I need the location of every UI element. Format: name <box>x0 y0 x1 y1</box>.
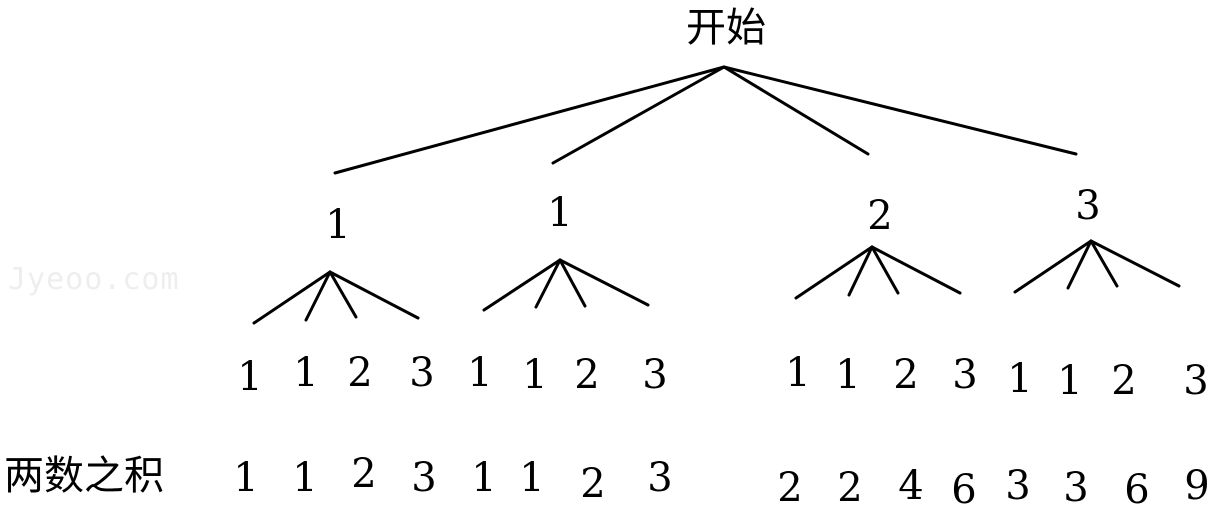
product-value: 1 <box>519 455 545 501</box>
second-draw-node: 3 <box>409 350 435 396</box>
subtree-branch <box>794 245 874 300</box>
subtree-branch <box>558 258 650 307</box>
product-value: 1 <box>471 455 497 501</box>
subtree-branch <box>482 258 562 312</box>
product-value: 3 <box>647 455 673 501</box>
first-draw-node-1: 1 <box>325 202 351 248</box>
product-value: 2 <box>777 465 803 511</box>
subtree-branch <box>534 258 562 309</box>
second-draw-node: 2 <box>893 352 919 398</box>
product-value: 3 <box>1005 463 1031 509</box>
watermark: Jyeoo.com <box>8 262 180 297</box>
subtree-branch <box>1013 239 1093 294</box>
first-draw-node-4: 3 <box>1075 183 1101 229</box>
root-label: 开始 <box>686 5 766 51</box>
product-value: 1 <box>233 455 259 501</box>
product-value: 6 <box>1124 467 1150 513</box>
second-draw-node: 2 <box>574 352 600 398</box>
product-value: 3 <box>1063 465 1089 511</box>
product-value: 4 <box>898 463 924 509</box>
second-draw-node: 1 <box>293 350 319 396</box>
subtree-branch <box>847 245 874 297</box>
second-draw-node: 3 <box>1183 358 1209 404</box>
product-value: 2 <box>351 451 377 497</box>
product-value: 2 <box>580 461 606 507</box>
second-draw-node: 1 <box>785 350 811 396</box>
second-draw-node: 1 <box>1007 356 1033 402</box>
first-draw-node-2: 1 <box>547 190 573 236</box>
subtree-branch <box>1066 239 1093 290</box>
product-value: 2 <box>837 465 863 511</box>
products-row-label: 两数之积 <box>4 453 164 499</box>
second-draw-node: 1 <box>1057 358 1083 404</box>
subtree-branch <box>1089 239 1181 288</box>
subtree-branch <box>870 245 900 295</box>
second-draw-node: 3 <box>642 352 668 398</box>
product-value: 3 <box>411 455 437 501</box>
second-draw-node: 1 <box>237 354 263 400</box>
subtree-branch <box>328 270 358 319</box>
second-draw-node: 1 <box>835 352 861 398</box>
second-draw-node: 1 <box>522 352 548 398</box>
subtree-branch <box>558 258 587 308</box>
second-draw-node: 2 <box>1111 358 1137 404</box>
second-draw-node: 2 <box>347 350 373 396</box>
product-value: 6 <box>951 467 977 513</box>
root-branch <box>551 65 726 165</box>
second-draw-node: 3 <box>952 352 978 398</box>
subtree-branch <box>1089 239 1119 288</box>
first-draw-node-3: 2 <box>867 193 893 239</box>
root-branch <box>722 65 1078 156</box>
second-draw-node: 1 <box>467 350 493 396</box>
subtree-branch <box>304 270 332 322</box>
product-value: 1 <box>292 455 318 501</box>
subtree-branch <box>870 245 962 295</box>
subtree-branch <box>252 270 332 325</box>
product-value: 9 <box>1184 463 1210 509</box>
root-branch <box>333 65 726 175</box>
subtree-branch <box>328 270 420 320</box>
root-branch <box>722 65 870 156</box>
